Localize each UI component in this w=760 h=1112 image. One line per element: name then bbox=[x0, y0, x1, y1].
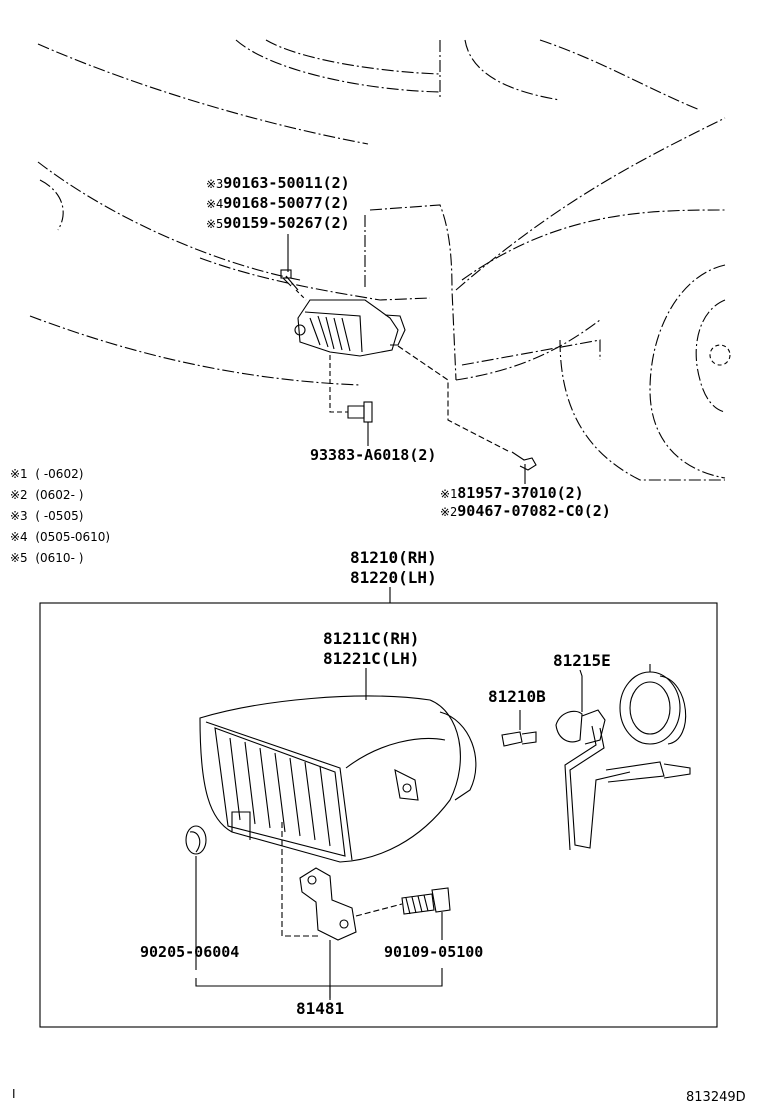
clip-part-number-1: ※181957-37010(2) bbox=[440, 484, 584, 502]
installed-fog-lamp bbox=[294, 299, 406, 357]
diagram-id: 813249D bbox=[686, 1090, 746, 1105]
nut-symbol bbox=[185, 825, 207, 970]
grommet-symbol bbox=[619, 664, 687, 745]
assembly-number-rh: 81210(RH) bbox=[350, 548, 437, 567]
bracket-bolt-symbol bbox=[355, 887, 451, 940]
assembly-number-lh: 81220(LH) bbox=[350, 568, 437, 587]
bulb-part-number: 81210B bbox=[488, 687, 546, 706]
socket-part-number: 81215E bbox=[553, 651, 611, 670]
note-3: ※3 ( -0505) bbox=[10, 509, 84, 523]
clip-symbol bbox=[397, 345, 537, 484]
nut-part-number: 90205-06004 bbox=[140, 943, 240, 961]
clip-part-number-2: ※290467-07082-C0(2) bbox=[440, 502, 611, 520]
lens-number-lh: 81221C(LH) bbox=[323, 649, 420, 668]
bolt-part-number-1: ※390163-50011(2) bbox=[206, 174, 350, 192]
note-4: ※4 (0505-0610) bbox=[10, 530, 111, 544]
lens-number-rh: 81211C(RH) bbox=[323, 629, 420, 648]
note-2: ※2 (0602- ) bbox=[10, 488, 84, 502]
screw-part-number: 93383-A6018(2) bbox=[310, 446, 437, 464]
assembly-frame bbox=[39, 602, 718, 1028]
note-1: ※1 ( -0602) bbox=[10, 467, 84, 481]
vehicle-body-outline bbox=[29, 39, 731, 481]
bolt-part-number: 90109-05100 bbox=[384, 943, 484, 961]
corner-mark: I bbox=[12, 1087, 16, 1101]
fog-lamp-housing bbox=[199, 668, 477, 863]
bracket-part-number: 81481 bbox=[296, 999, 345, 1018]
socket-and-wire bbox=[555, 669, 691, 851]
top-bolt-symbol bbox=[280, 234, 299, 291]
bolt-part-number-3: ※590159-50267(2) bbox=[206, 214, 350, 232]
bolt-part-number-2: ※490168-50077(2) bbox=[206, 194, 350, 212]
bulb-symbol bbox=[501, 710, 537, 747]
note-5: ※5 (0610- ) bbox=[10, 551, 84, 565]
screw-symbol bbox=[329, 355, 373, 446]
